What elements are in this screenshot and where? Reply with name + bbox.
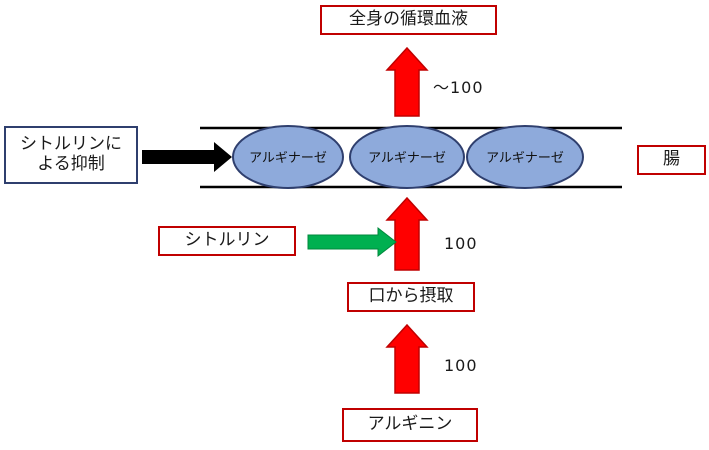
citrulline-label-box: シトルリン (158, 226, 296, 256)
up-arrow-to-blood (385, 46, 429, 117)
enzyme-3: アルギナーゼ (466, 125, 584, 189)
enzyme-3-label: アルギナーゼ (486, 151, 564, 166)
oral-intake-label: 口から摂取 (368, 286, 454, 307)
amount-oral: 100 (444, 356, 478, 375)
inhibition-arrow (142, 142, 232, 172)
amount-into-intestine: 100 (444, 234, 478, 253)
intestine-label-box: 腸 (637, 145, 706, 175)
arginine-label-box: アルギニン (342, 408, 478, 442)
enzyme-1-label: アルギナーゼ (249, 151, 327, 166)
up-arrow-into-intestine (385, 196, 429, 271)
intestine-label: 腸 (663, 149, 680, 170)
enzyme-2-label: アルギナーゼ (368, 151, 446, 166)
enzyme-1: アルギナーゼ (232, 125, 344, 189)
citrulline-arrow (307, 226, 397, 258)
enzyme-2: アルギナーゼ (349, 125, 465, 189)
circulation-label-box: 全身の循環血液 (320, 5, 497, 35)
citrulline-inhibition-box: シトルリンに よる抑制 (4, 126, 138, 184)
oral-intake-label-box: 口から摂取 (347, 282, 475, 312)
citrulline-label: シトルリン (184, 230, 270, 251)
citrulline-inhibition-label: シトルリンに よる抑制 (20, 134, 122, 174)
circulation-label: 全身の循環血液 (349, 9, 468, 30)
arginine-label: アルギニン (367, 414, 453, 435)
up-arrow-oral (385, 323, 429, 394)
amount-to-blood: ～100 (433, 78, 484, 97)
